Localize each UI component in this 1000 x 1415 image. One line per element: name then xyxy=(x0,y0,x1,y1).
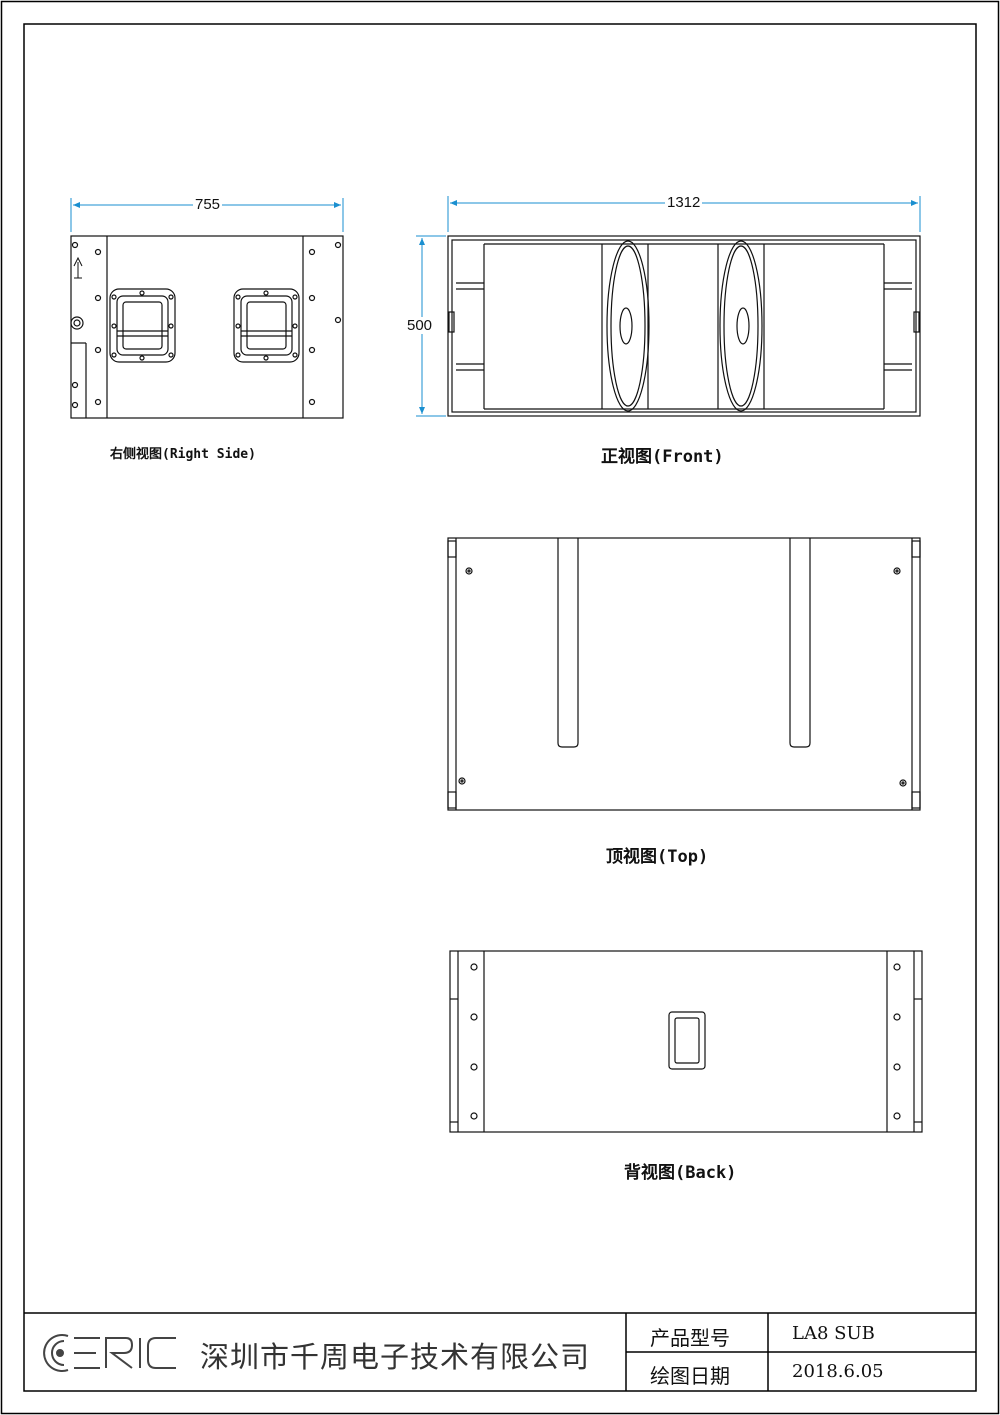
front-view-label: 正视图(Front) xyxy=(601,447,724,467)
right-side-view-label: 右侧视图(Right Side) xyxy=(110,447,256,462)
front-speaker-right xyxy=(719,240,763,412)
top-screws xyxy=(458,567,907,787)
right-side-width-dimension: 755 xyxy=(193,196,223,213)
title-block xyxy=(24,1312,976,1391)
product-model-label: 产品型号 xyxy=(650,1326,730,1350)
top-rail-right xyxy=(789,538,811,748)
back-view-label: 背视图(Back) xyxy=(624,1163,737,1183)
right-side-screws xyxy=(71,241,342,409)
back-connector-plate xyxy=(668,1011,706,1070)
top-rail-left xyxy=(557,538,579,748)
top-view xyxy=(447,537,921,811)
product-model-value: LA8 SUB xyxy=(792,1323,875,1344)
right-side-cabinet xyxy=(70,235,344,419)
back-cabinet xyxy=(449,950,923,1133)
front-height-dimension: 500 xyxy=(405,317,435,334)
drawing-date-label: 绘图日期 xyxy=(650,1364,730,1388)
connector-icon xyxy=(70,316,84,330)
drawing-date-value: 2018.6.05 xyxy=(792,1361,884,1382)
right-side-handle-left xyxy=(109,288,176,363)
front-width-dimension: 1312 xyxy=(665,194,703,211)
back-screws xyxy=(470,963,901,1120)
eric-logo-icon xyxy=(43,1334,176,1372)
front-speaker-left xyxy=(606,240,650,412)
company-name: 深圳市千周电子技术有限公司 xyxy=(200,1340,591,1374)
top-cabinet xyxy=(447,537,921,811)
front-cabinet xyxy=(447,235,921,417)
back-view xyxy=(449,950,923,1133)
top-view-label: 顶视图(Top) xyxy=(606,847,709,867)
front-view xyxy=(416,196,921,417)
sheet-inner-border xyxy=(23,23,977,1392)
right-side-view xyxy=(70,198,344,419)
up-arrow-icon xyxy=(73,256,83,279)
right-side-handle-right xyxy=(233,288,300,363)
